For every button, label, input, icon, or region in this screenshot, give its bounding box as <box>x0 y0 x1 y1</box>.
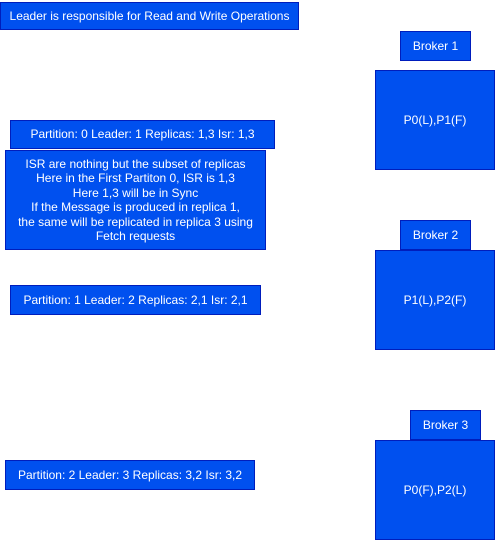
isr-line: ISR are nothing but the subset of replic… <box>25 156 246 171</box>
isr-line: Here in the First Partiton 0, ISR is 1,3 <box>36 171 235 185</box>
broker-2-partitions: P1(L),P2(F) <box>375 250 495 350</box>
isr-line: Here 1,3 will be in Sync <box>72 185 199 200</box>
partition-2-info: Partition: 2 Leader: 3 Replicas: 3,2 Isr… <box>5 460 255 490</box>
broker-3-partitions: P0(F),P2(L) <box>375 440 495 540</box>
broker-1-partitions: P0(L),P1(F) <box>375 70 495 170</box>
isr-explanation: ISR are nothing but the subset of replic… <box>5 150 266 250</box>
broker-2-label: Broker 2 <box>400 220 471 250</box>
partition-1-info: Partition: 1 Leader: 2 Replicas: 2,1 Isr… <box>10 285 261 315</box>
header-note: Leader is responsible for Read and Write… <box>0 2 299 30</box>
broker-1-label: Broker 1 <box>400 31 471 61</box>
broker-3-label: Broker 3 <box>410 410 481 440</box>
isr-line: the same will be replicated in replica 3… <box>18 214 253 229</box>
partition-0-info: Partition: 0 Leader: 1 Replicas: 1,3 Isr… <box>10 120 275 149</box>
isr-line: Fetch requests <box>95 229 176 243</box>
isr-line: If the Message is produced in replica 1, <box>31 200 240 214</box>
